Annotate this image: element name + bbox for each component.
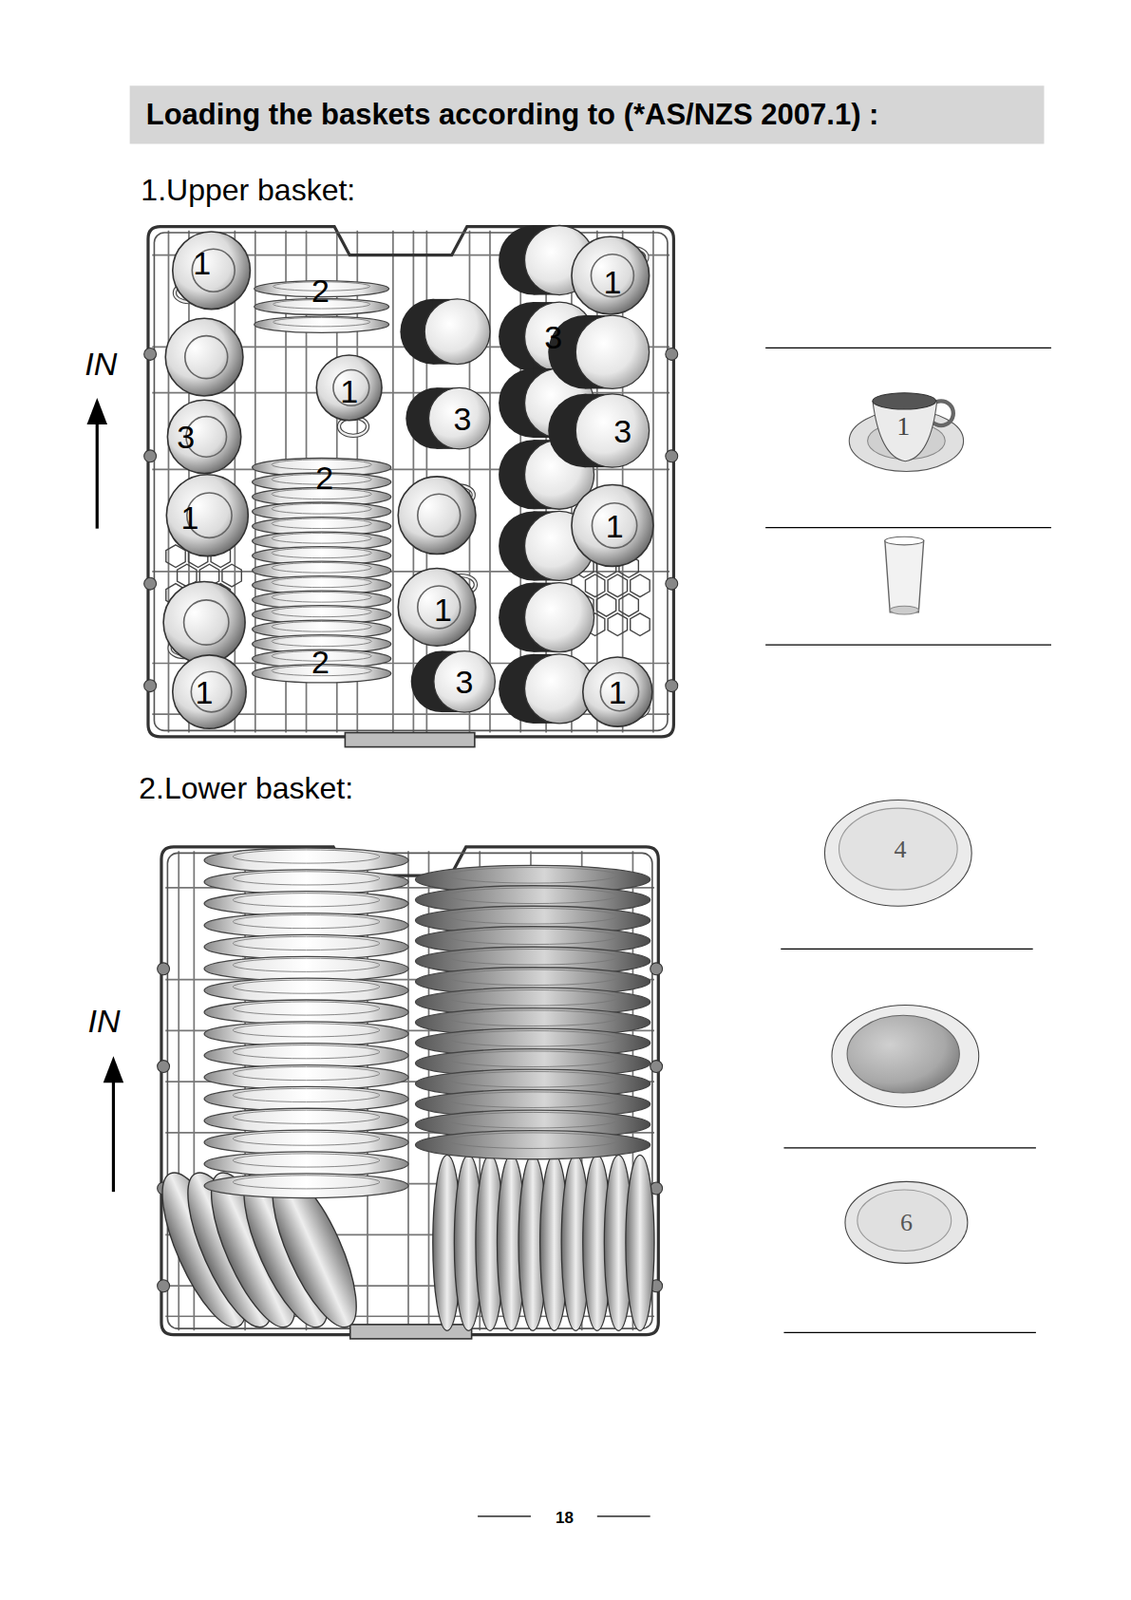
callout-number: 1	[605, 509, 624, 543]
cup	[166, 474, 248, 557]
separator-line	[765, 527, 1052, 528]
cup	[316, 355, 382, 436]
callout-number: 3	[613, 414, 632, 448]
glass	[498, 654, 594, 724]
page-number-rule	[597, 1515, 651, 1517]
callout-number: 3	[452, 402, 472, 435]
section-heading: 2.Lower basket:	[138, 772, 354, 804]
glass	[547, 315, 649, 389]
cup	[397, 476, 476, 555]
page-number: 18	[555, 1509, 574, 1527]
page-title: Loading the baskets according to (*AS/NZ…	[146, 99, 880, 130]
section-heading: 1.Upper basket:	[140, 174, 356, 206]
direction-label: IN	[84, 347, 117, 380]
cup	[571, 484, 654, 566]
cup	[172, 231, 251, 310]
callout-number: 1	[608, 676, 627, 709]
callout-number: 2	[311, 274, 330, 307]
callout-number: 1	[180, 501, 199, 534]
direction-arrow-shaft	[95, 418, 99, 529]
cup-and-saucer	[848, 393, 963, 472]
cup	[397, 568, 476, 647]
plate-stack	[204, 848, 409, 1199]
cup	[163, 582, 246, 664]
glass	[498, 583, 594, 653]
callout-number: 1	[433, 593, 453, 626]
page-number-rule	[477, 1515, 531, 1517]
callout-number: 3	[176, 420, 195, 453]
separator-line	[780, 948, 1033, 950]
wire-rack	[144, 226, 679, 748]
callout-number: 3	[544, 320, 563, 354]
callout-number: 1	[603, 265, 622, 299]
glass	[547, 394, 649, 468]
glass	[405, 387, 491, 449]
cup	[165, 318, 244, 396]
separator-line	[783, 1332, 1036, 1334]
glass	[411, 651, 496, 713]
wire-rack	[157, 847, 663, 1339]
callout-number: 3	[455, 665, 474, 698]
title-banner	[130, 85, 1045, 144]
callout-number: 1	[339, 375, 359, 408]
callout-number: 1	[195, 676, 214, 709]
soup-bowl	[831, 1004, 980, 1107]
dessert-plate	[845, 1181, 968, 1263]
key-number: 6	[900, 1210, 913, 1236]
direction-arrow-head	[87, 397, 108, 425]
direction-arrow-head	[103, 1055, 124, 1083]
direction-arrow-shaft	[112, 1076, 115, 1192]
callout-number: 1	[192, 246, 211, 280]
illustration	[87, 85, 1053, 1517]
direction-label: IN	[87, 1004, 120, 1037]
callout-number: 2	[315, 461, 334, 494]
upright-plates	[433, 1154, 655, 1331]
cup	[172, 655, 246, 729]
plate-stack	[252, 458, 392, 683]
cup	[571, 236, 650, 315]
plate-stack	[415, 865, 651, 1159]
drinking-glass	[885, 536, 924, 615]
cup	[167, 399, 241, 473]
key-number: 1	[896, 413, 910, 440]
separator-line	[783, 1147, 1036, 1149]
cup	[583, 657, 653, 727]
glass	[399, 299, 491, 365]
separator-line	[765, 644, 1052, 646]
separator-line	[765, 347, 1052, 349]
callout-number: 2	[311, 645, 330, 679]
key-number: 4	[894, 837, 907, 863]
dinner-plate	[824, 800, 972, 907]
